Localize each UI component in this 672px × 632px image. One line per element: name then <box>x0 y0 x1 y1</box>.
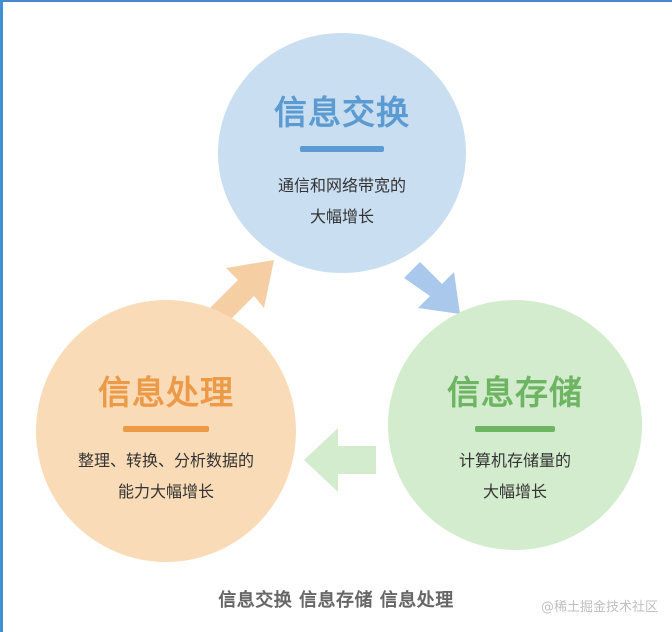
watermark-text: @稀土掘金技术社区 <box>540 600 658 615</box>
title-underline <box>123 426 209 432</box>
description-line: 大幅增长 <box>482 482 547 501</box>
node-title: 信息存储 <box>447 373 583 412</box>
window-left-edge <box>0 0 3 632</box>
title-underline <box>475 426 555 432</box>
node-description: 通信和网络带宽的 大幅增长 <box>218 170 466 232</box>
node-title: 信息处理 <box>98 373 234 412</box>
arrow-storage-to-processing <box>304 428 376 492</box>
figure-caption: 信息交换 信息存储 信息处理 <box>218 590 454 611</box>
description-line: 大幅增长 <box>309 207 374 226</box>
title-underline <box>300 146 384 152</box>
node-information-processing: 信息处理 整理、转换、分析数据的 能力大幅增长 <box>36 300 296 562</box>
node-description: 整理、转换、分析数据的 能力大幅增长 <box>36 445 296 507</box>
description-line: 整理、转换、分析数据的 <box>77 451 254 470</box>
node-description: 计算机存储量的 大幅增长 <box>388 445 642 507</box>
node-information-exchange: 信息交换 通信和网络带宽的 大幅增长 <box>218 33 466 273</box>
description-line: 计算机存储量的 <box>458 451 571 470</box>
window-top-edge <box>0 0 672 2</box>
description-line: 能力大幅增长 <box>117 482 214 501</box>
node-information-storage: 信息存储 计算机存储量的 大幅增长 <box>388 300 642 550</box>
arrow-processing-to-exchange <box>210 260 274 326</box>
node-title: 信息交换 <box>274 93 410 132</box>
description-line: 通信和网络带宽的 <box>277 176 406 195</box>
arrow-exchange-to-storage <box>404 262 460 314</box>
